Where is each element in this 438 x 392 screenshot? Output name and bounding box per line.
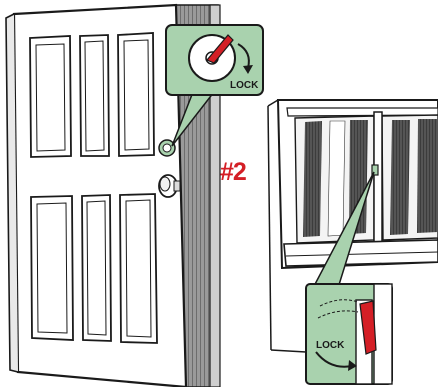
window-lock-label: LOCK <box>316 340 345 351</box>
step-number: #2 <box>220 158 246 186</box>
window-panes <box>295 115 438 243</box>
door-lock-label: LOCK <box>230 80 259 91</box>
window-scene: LOCK <box>268 100 438 384</box>
door-scene: LOCK <box>6 5 263 387</box>
